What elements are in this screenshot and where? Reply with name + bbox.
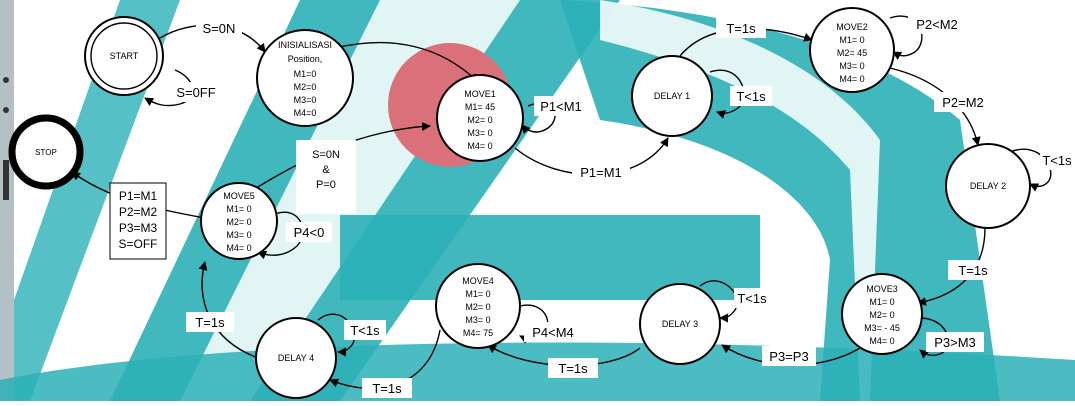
transitions: S=0N S=0FF S=0N & P=0 P1<M1 P1=M1 T<1s T… [71, 14, 1074, 398]
state-move2-line4: M3= 0 [839, 61, 864, 71]
state-move2-line5: M4= 0 [839, 74, 864, 84]
state-move3-line4: M3= - 45 [864, 323, 900, 333]
state-move5-line4: M3= 0 [226, 230, 251, 240]
edge-label-delay4-move5: T=1s [195, 315, 225, 330]
state-move3-line1: MOVE3 [866, 284, 898, 294]
state-delay1-label: DELAY 1 [654, 91, 690, 101]
state-init-line4: M2=0 [294, 82, 317, 92]
edge-label-move4-self: P4<M4 [532, 325, 574, 340]
edge-label-delay4-self: T<1s [350, 323, 380, 338]
state-init-line5: M3=0 [294, 95, 317, 105]
edge-label-delay2-self: T<1s [1042, 153, 1072, 168]
stop-condition-line1: P1=M1 [119, 189, 158, 203]
state-move1-line1: MOVE1 [464, 89, 496, 99]
stop-condition-line4: S=OFF [118, 237, 157, 251]
state-init-line6: M4=0 [294, 108, 317, 118]
left-side-bar [0, 0, 14, 401]
state-init: INISIALISASI Position, M1=0 M2=0 M3=0 M4… [256, 29, 354, 127]
state-move1-line5: M4= 0 [467, 141, 492, 151]
edge-label-move5-move1-line3: P=0 [316, 179, 336, 191]
state-move4-line5: M4= 75 [463, 328, 493, 338]
state-move3-line5: M4= 0 [869, 336, 894, 346]
edge-label-start-self: S=0FF [176, 85, 215, 100]
state-init-line3: M1=0 [294, 69, 317, 79]
edge-label-move4-delay4: T=1s [372, 381, 402, 396]
state-delay1: DELAY 1 [631, 55, 713, 137]
stop-condition-box [109, 182, 167, 260]
state-move5-line3: M2= 0 [226, 217, 251, 227]
state-move1-line3: M2= 0 [467, 115, 492, 125]
state-delay2-label: DELAY 2 [970, 181, 1006, 191]
state-move2-line1: MOVE2 [836, 22, 868, 32]
edge-label-move2-delay2: P2=M2 [942, 95, 984, 110]
state-move4: MOVE4 M1= 0 M2= 0 M3= 0 M4= 75 [435, 263, 521, 349]
state-move5-line5: M4= 0 [226, 243, 251, 253]
edge-delay3-self [699, 280, 738, 323]
state-move3: MOVE3 M1= 0 M2= 0 M3= - 45 M4= 0 [841, 273, 923, 355]
edge-delay1-self [709, 69, 745, 119]
state-init-line1: INISIALISASI [278, 40, 332, 50]
edge-label-delay1-move2: T=1s [726, 21, 756, 36]
edge-label-delay2-move3: T=1s [958, 263, 988, 278]
state-move5-line1: MOVE5 [223, 191, 255, 201]
state-start-label: START [110, 51, 139, 61]
edge-delay2-self [1009, 148, 1052, 192]
state-move4-line2: M1= 0 [465, 289, 490, 299]
state-move2: MOVE2 M1= 0 M2= 45 M3= 0 M4= 0 [809, 7, 895, 93]
edge-label-start-init: S=0N [203, 21, 236, 36]
edge-label-move5-move1-line1: S=0N [312, 149, 340, 161]
edge-label-move5-move1-line2: & [322, 164, 330, 176]
edge-init-move1 [334, 41, 479, 83]
state-delay2: DELAY 2 [945, 143, 1031, 229]
edge-move5-self [257, 211, 304, 260]
state-delay4-label: DELAY 4 [278, 353, 314, 363]
state-move3-line3: M2= 0 [869, 310, 894, 320]
teal-stripe-left [14, 0, 180, 401]
state-delay3-label: DELAY 3 [662, 319, 698, 329]
state-stop-label: STOP [35, 148, 57, 157]
edge-label-move3-self: P3>M3 [934, 335, 976, 350]
state-move4-line1: MOVE4 [462, 276, 494, 286]
edge-start-self [144, 69, 194, 107]
state-move5-line2: M1= 0 [226, 204, 251, 214]
state-move4-line4: M3= 0 [465, 315, 490, 325]
edge-label-move2-self: P2<M2 [916, 17, 958, 32]
state-init-line2: Position, [288, 54, 323, 64]
edge-label-move1-delay1: P1=M1 [580, 165, 622, 180]
edge-label-delay3-move4: T=1s [558, 361, 588, 376]
state-delay3: DELAY 3 [639, 283, 721, 365]
states: START STOP INISIALISASI Position, M1=0 M… [8, 7, 1031, 399]
stop-condition-line3: P3=M3 [119, 221, 158, 235]
edge-label-delay1-self: T<1s [736, 89, 766, 104]
edge-label-move3-delay3: P3=P3 [769, 349, 808, 364]
state-move1: MOVE1 M1= 45 M2= 0 M3= 0 M4= 0 [436, 74, 524, 162]
state-start: START [84, 16, 164, 96]
state-move1-line4: M3= 0 [467, 128, 492, 138]
edge-delay4-self [317, 313, 356, 357]
edge-label-move5-self: P4<0 [294, 225, 325, 240]
stop-condition-line2: P2=M2 [119, 205, 158, 219]
state-stop: STOP [8, 114, 84, 190]
state-move3-line2: M1= 0 [869, 297, 894, 307]
state-move2-line2: M1= 0 [839, 35, 864, 45]
edge-label-move1-self: P1<M1 [540, 99, 582, 114]
state-move5: MOVE5 M1= 0 M2= 0 M3= 0 M4= 0 [200, 182, 278, 260]
state-move1-line2: M1= 45 [465, 102, 495, 112]
teal-shape-right-gap [600, 0, 880, 401]
edge-label-delay3-self: T<1s [737, 291, 767, 306]
state-move4-line3: M2= 0 [465, 302, 490, 312]
state-move2-line3: M2= 45 [837, 48, 867, 58]
edge-move3-self [919, 317, 949, 359]
state-delay4: DELAY 4 [255, 317, 337, 399]
